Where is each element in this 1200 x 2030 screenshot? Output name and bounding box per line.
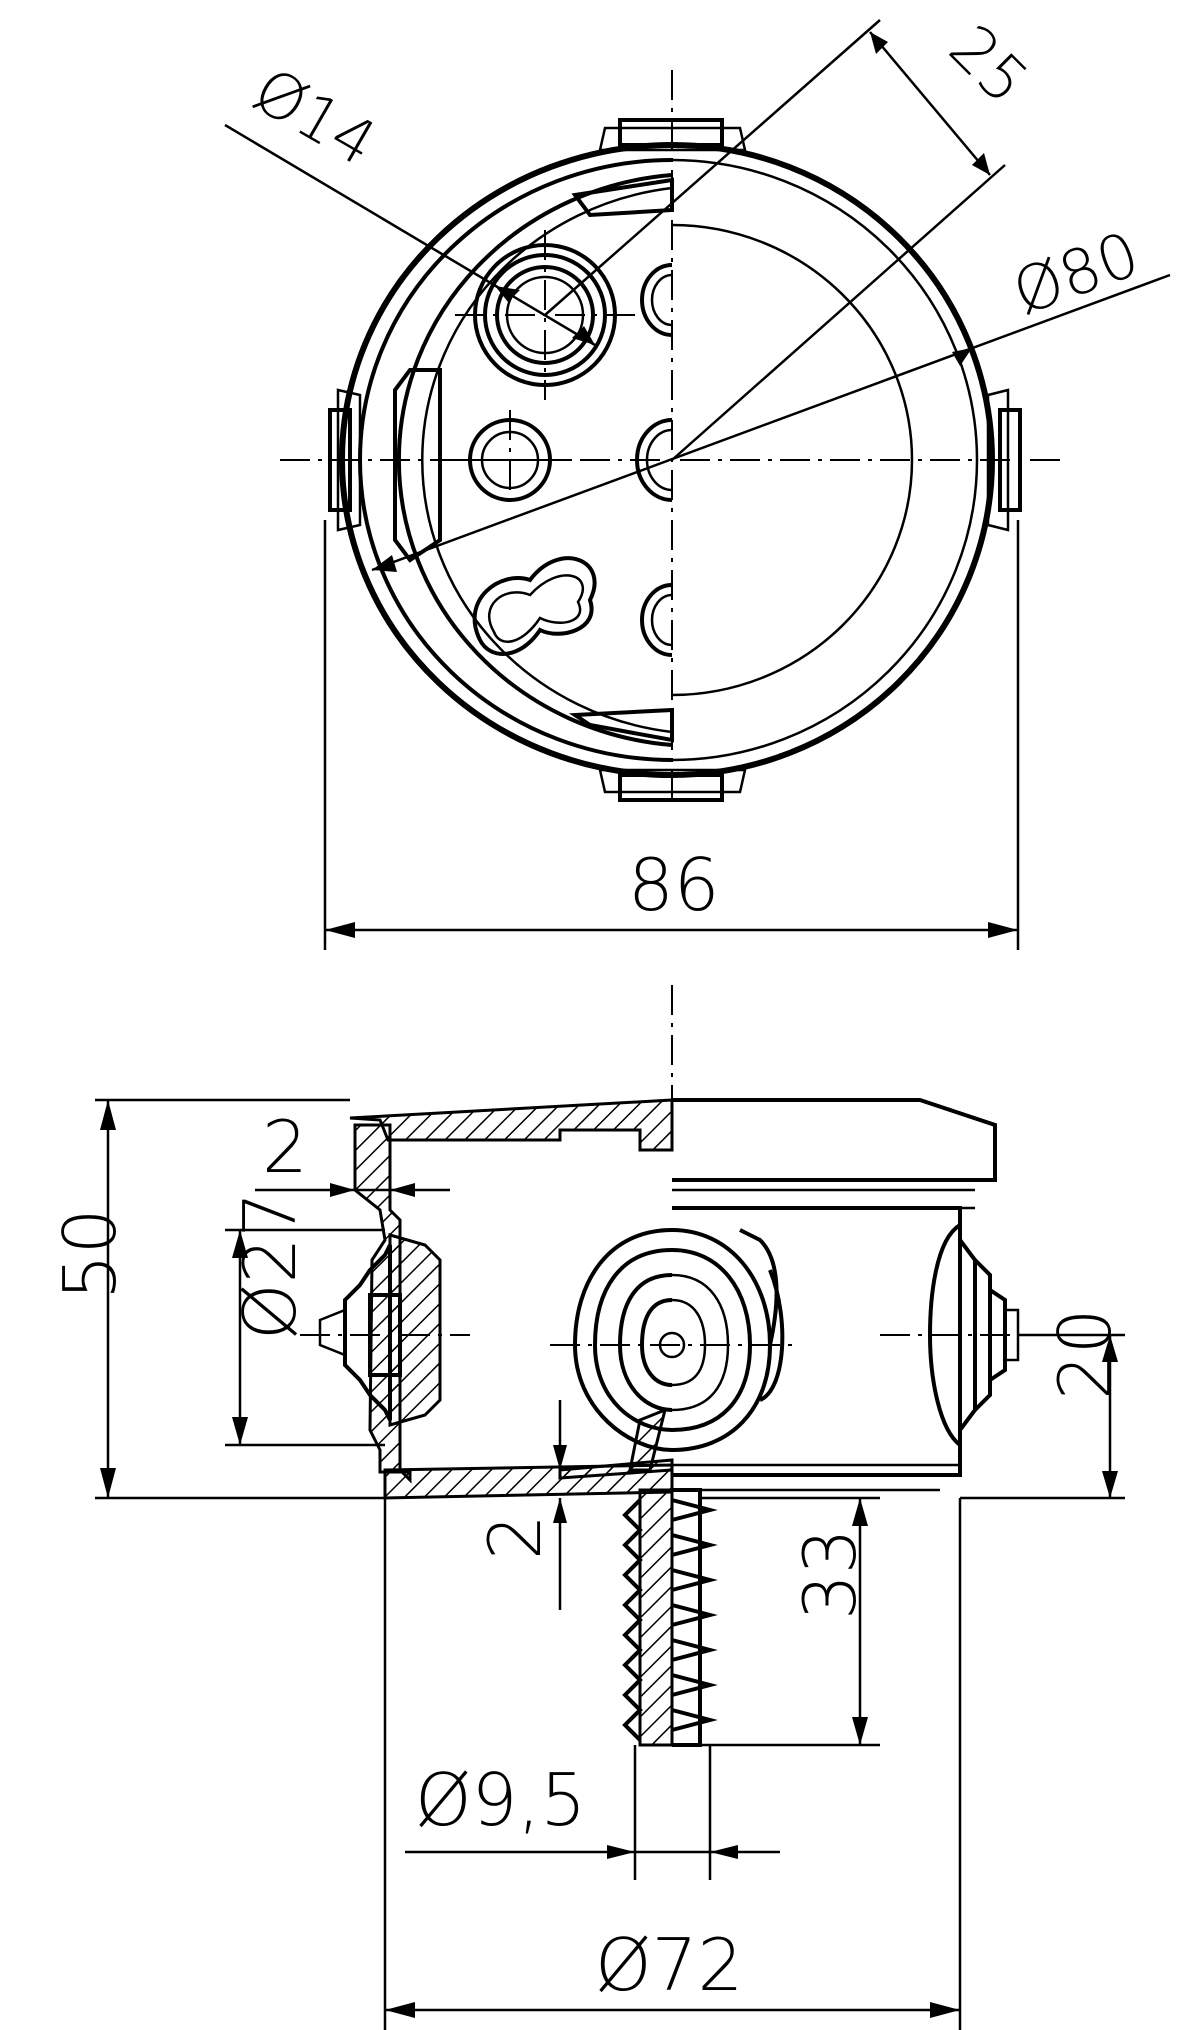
top-view-knockout-large (455, 230, 640, 400)
dimension-anchor-length: 33 (700, 1496, 880, 1747)
dimension-wall-thickness-top: 2 (255, 1105, 450, 1197)
label-cable-entry-length: 25 (935, 11, 1042, 118)
side-view-lid-section (349, 1098, 674, 1152)
label-anchor-length: 33 (788, 1528, 872, 1620)
label-gland-center-height: 20 (1043, 1308, 1127, 1400)
label-overall-width: 86 (628, 843, 720, 927)
side-view-anchor (622, 1488, 718, 1747)
top-view-tabs (328, 118, 1022, 802)
label-anchor-diameter: Ø9,5 (415, 1758, 586, 1842)
side-view: 2 50 Ø27 2 (48, 985, 1127, 2030)
top-view-top-slot (571, 177, 674, 218)
label-bottom-thickness: 2 (473, 1514, 557, 1560)
label-hole-diameter: Ø14 (242, 53, 389, 180)
label-gland-diameter: Ø27 (228, 1192, 312, 1340)
dimension-gland-center-height: 20 (960, 1308, 1127, 1500)
top-view-halfhole-lower (640, 583, 673, 657)
top-view-halfhole-upper (640, 263, 673, 337)
side-view-right-exterior (672, 1206, 962, 1477)
dimension-overall-width: 86 (323, 520, 1020, 950)
side-view-center-gland (550, 1228, 800, 1472)
dimension-base-diameter: Ø72 (383, 1498, 962, 2030)
dimension-gland-diameter: Ø27 (225, 1192, 385, 1447)
top-view-knockout-small (455, 410, 570, 510)
dimension-bottom-thickness: 2 (473, 1400, 567, 1610)
top-view-left-half (339, 142, 674, 778)
label-height: 50 (48, 1208, 132, 1300)
label-base-diameter: Ø72 (595, 1923, 743, 2007)
side-view-lid-exterior (672, 1098, 997, 1182)
top-view-bottom-slot (568, 707, 674, 743)
dimension-anchor-diameter: Ø9,5 (405, 1745, 780, 1880)
top-view-right-half-lid (671, 142, 995, 778)
dimension-hole-diameter: Ø14 (224, 53, 596, 347)
dimension-height: 50 (48, 1098, 385, 1500)
side-view-left-gland (300, 1233, 470, 1427)
label-inner-diameter: Ø80 (1003, 217, 1148, 329)
label-wall-thickness-top: 2 (262, 1105, 308, 1189)
top-view-halfhole-middle (635, 418, 673, 502)
top-view-left-slot (393, 368, 442, 563)
top-view: Ø14 25 Ø80 86 (224, 11, 1171, 950)
top-view-knockout-oval (472, 556, 597, 656)
